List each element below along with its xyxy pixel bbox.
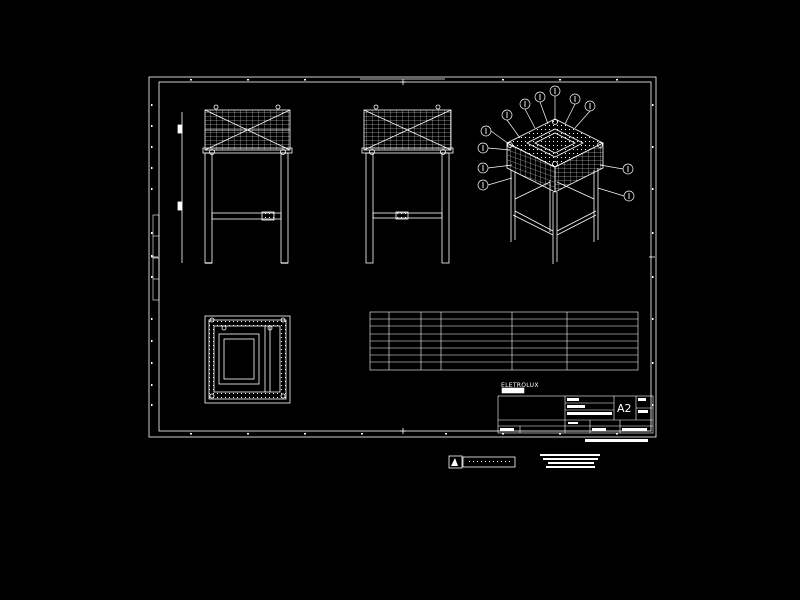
stamp-logo-right: [540, 454, 600, 468]
outer-border: [148, 76, 657, 438]
top-view-opening: [218, 333, 260, 385]
front-view: [177, 104, 293, 264]
title-block-company-name: ELETROLUX: [501, 382, 539, 389]
revision-strip: [585, 439, 648, 442]
iso-inner-opening: [526, 128, 584, 158]
stamp-logo-left: [448, 455, 516, 469]
title-block-fills: [500, 398, 648, 442]
iso-tank-right-face: [554, 142, 604, 193]
balloon-callouts: [477, 85, 635, 202]
zone-ticks: [151, 79, 654, 435]
balloon-numbers: [482, 88, 630, 199]
title-block-sheet-size: A2: [617, 402, 632, 415]
left-zone-strip: [152, 214, 160, 301]
top-view: [204, 315, 291, 404]
bom-table: [369, 311, 639, 371]
top-view-outline: [204, 315, 291, 404]
isometric-view: [506, 118, 604, 264]
side-right-leg: [441, 152, 450, 264]
title-block: [497, 387, 654, 434]
side-view: [361, 104, 454, 264]
side-left-leg: [365, 152, 374, 264]
front-left-leg: [204, 152, 213, 264]
front-right-leg: [280, 152, 289, 264]
